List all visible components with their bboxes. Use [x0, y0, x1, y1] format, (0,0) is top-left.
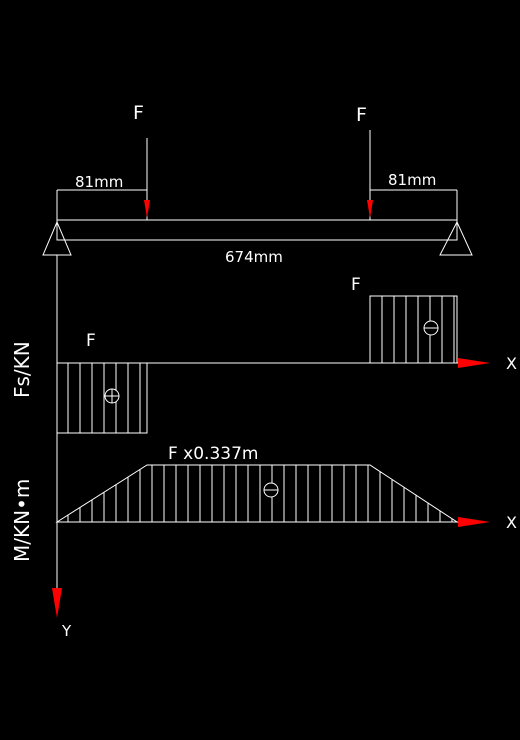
shear-block-right-hatch	[381, 296, 455, 363]
shear-block-right	[369, 295, 458, 364]
shear-label-left: F	[86, 331, 96, 351]
dim-right-label: 81mm	[388, 171, 436, 189]
circle-plus-icon	[104, 388, 120, 404]
y-axis-label: Y	[61, 622, 72, 640]
moment-trapezoid-hatch	[67, 465, 453, 522]
dim-left-label: 81mm	[75, 173, 123, 191]
circle-minus-icon	[423, 320, 439, 336]
y-axis-arrow	[52, 588, 62, 618]
circle-minus-icon	[263, 482, 279, 498]
shear-block-left-hatch	[67, 363, 141, 433]
shear-label-right: F	[351, 275, 361, 295]
moment-x-label: X	[506, 513, 517, 532]
load-arrow-left	[144, 200, 150, 218]
load-arrow-right	[367, 200, 373, 218]
shear-axis-label: Fs/KN	[10, 341, 34, 398]
roller-support-icon	[439, 220, 473, 256]
moment-axis-label: M/KN•m	[10, 479, 34, 562]
shear-block-left	[56, 362, 148, 434]
moment-x-arrow	[458, 517, 490, 527]
load-label-left: F	[133, 102, 144, 124]
beam	[56, 219, 458, 241]
load-label-right: F	[356, 104, 367, 126]
shear-x-label: X	[506, 354, 517, 373]
shear-x-arrow	[458, 358, 490, 368]
moment-trapezoid	[55, 464, 459, 523]
moment-label: F x0.337m	[168, 444, 258, 464]
dim-middle-label: 674mm	[225, 248, 283, 266]
